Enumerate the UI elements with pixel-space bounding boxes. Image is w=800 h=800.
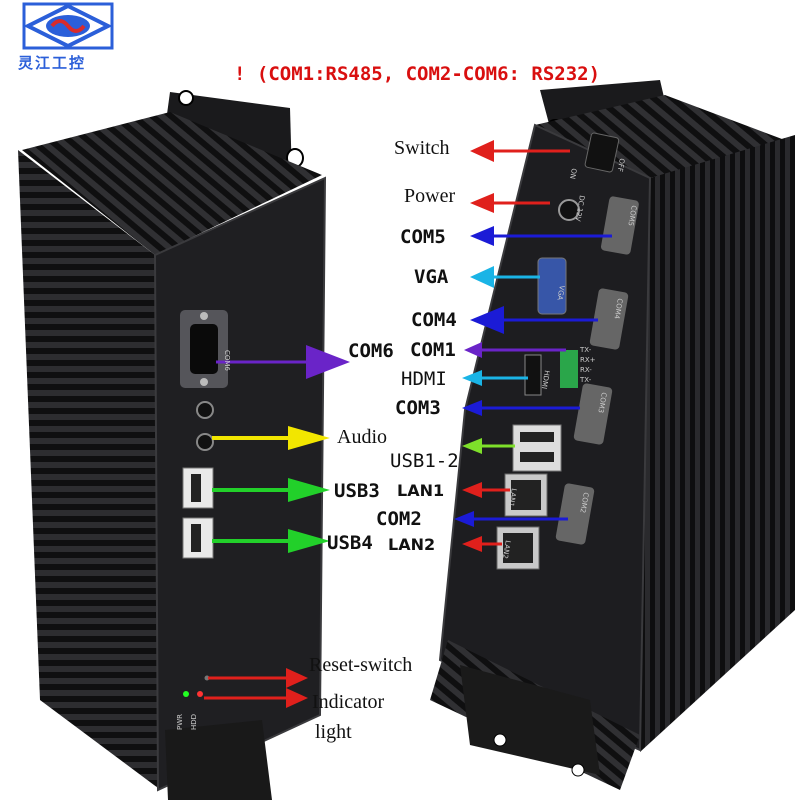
label-indicator: Indicator	[312, 691, 385, 713]
port-text-vga: VGA	[555, 285, 566, 301]
right-side-heatsink	[640, 135, 795, 752]
hdmi-arrow	[462, 370, 482, 386]
left-device	[18, 90, 327, 800]
logo	[22, 2, 114, 50]
port-text-rxp: RX+	[580, 356, 596, 364]
port-text-rxm: RX-	[580, 366, 592, 374]
audio-jack-2	[196, 433, 214, 451]
port-text-hdmi: HDMI	[540, 370, 551, 390]
com5-arrow	[470, 226, 494, 246]
port-text-lan1: LAN1	[507, 488, 518, 508]
usb3-arrow	[288, 478, 330, 502]
com4-arrow	[470, 306, 504, 334]
port-text-com6: COM6	[223, 350, 231, 371]
port-text-com5: COM5	[626, 205, 638, 227]
port-text-txm: TX-	[579, 376, 592, 384]
power-arrow	[470, 193, 494, 213]
serial-config-note: ! (COM1:RS485, COM2-COM6: RS232)	[234, 63, 601, 85]
com4-port	[589, 288, 629, 350]
hdmi-port	[524, 354, 542, 396]
label-reset-switch: Reset-switch	[309, 654, 413, 676]
power-switch	[584, 132, 620, 173]
label-com2: COM2	[376, 508, 422, 530]
usb4-arrow	[288, 529, 330, 553]
com2-port	[555, 483, 595, 545]
label-com3: COM3	[395, 397, 441, 419]
vga-port	[537, 257, 567, 315]
label-audio: Audio	[337, 426, 387, 448]
left-top-heatsink	[22, 112, 322, 255]
label-indicator-light: light	[315, 721, 352, 743]
label-vga: VGA	[414, 266, 449, 288]
port-text-pwr: PWR	[176, 714, 184, 730]
label-com4: COM4	[411, 309, 457, 331]
switch-arrow	[470, 140, 494, 162]
label-switch: Switch	[394, 137, 450, 159]
left-side-heatsink	[18, 150, 158, 788]
label-usb3: USB3	[334, 480, 380, 502]
lan2-arrow	[462, 536, 482, 552]
label-usb12: USB1-2	[390, 450, 459, 472]
com3-arrow	[462, 400, 482, 416]
port-text-lan2: LAN2	[501, 540, 512, 560]
audio-arrow	[288, 426, 330, 450]
port-text-com2: COM2	[578, 492, 590, 514]
logo-text: 灵江工控	[18, 54, 87, 72]
usb12-ports	[512, 424, 562, 472]
indicator-arrow	[286, 688, 308, 708]
com6-arrow	[306, 345, 350, 379]
port-text-com4: COM4	[612, 298, 624, 321]
com1-terminal	[560, 350, 578, 388]
label-lan2: LAN2	[388, 535, 436, 554]
lan1-arrow	[462, 482, 482, 498]
label-usb4: USB4	[327, 532, 373, 554]
port-text-hdd: HDD	[190, 714, 198, 730]
port-text-tx: TX-	[579, 346, 592, 354]
mounting-bracket-bottom	[165, 720, 272, 800]
label-hdmi: HDMI	[401, 368, 447, 390]
right-device	[430, 80, 795, 790]
com2-arrow	[454, 511, 474, 527]
com6-port	[180, 310, 228, 388]
dc-jack	[558, 199, 580, 221]
callout-arrows	[204, 140, 612, 708]
label-com5: COM5	[400, 226, 446, 248]
pwr-led	[183, 691, 189, 697]
label-lan1: LAN1	[397, 481, 445, 500]
reset-arrow	[286, 668, 308, 688]
port-text-off: OFF	[616, 158, 626, 173]
label-com6: COM6	[348, 340, 394, 362]
usb12-arrow	[462, 438, 482, 454]
com3-port	[573, 383, 613, 445]
label-com1: COM1	[410, 339, 456, 361]
port-text-com3: COM3	[596, 392, 608, 414]
com1-arrow	[464, 342, 482, 358]
audio-jack-1	[196, 401, 214, 419]
com5-port	[600, 196, 639, 255]
label-power: Power	[404, 185, 456, 207]
hdd-led	[197, 691, 203, 697]
port-text-on: ON	[568, 168, 578, 180]
vga-arrow	[470, 266, 494, 288]
